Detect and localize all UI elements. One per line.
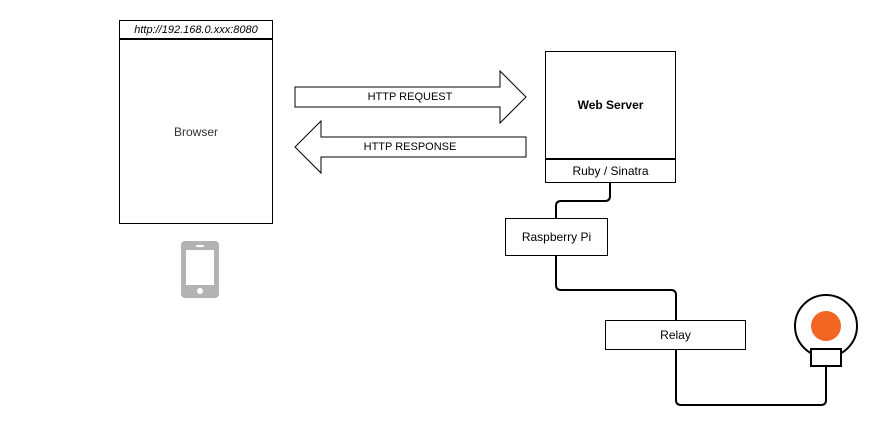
wire-relay-to-lamp bbox=[675, 350, 827, 406]
raspberry-pi-box: Raspberry Pi bbox=[505, 218, 608, 256]
web-server-box: Web Server bbox=[545, 51, 676, 159]
http-response-label: HTTP RESPONSE bbox=[363, 141, 457, 153]
browser-window-label: Browser bbox=[119, 39, 273, 224]
http-response-arrow bbox=[294, 119, 527, 175]
browser-url-bar: http://192.168.0.xxx:8080 bbox=[119, 20, 273, 39]
smartphone-icon bbox=[181, 241, 219, 298]
ruby-sinatra-box: Ruby / Sinatra bbox=[545, 159, 676, 183]
http-request-label: HTTP REQUEST bbox=[367, 91, 453, 103]
relay-box: Relay bbox=[605, 320, 746, 350]
wire-pi-to-relay bbox=[555, 256, 677, 320]
wire-server-to-pi bbox=[555, 183, 611, 218]
http-request-arrow bbox=[294, 69, 527, 125]
light-bulb-icon bbox=[794, 294, 858, 367]
